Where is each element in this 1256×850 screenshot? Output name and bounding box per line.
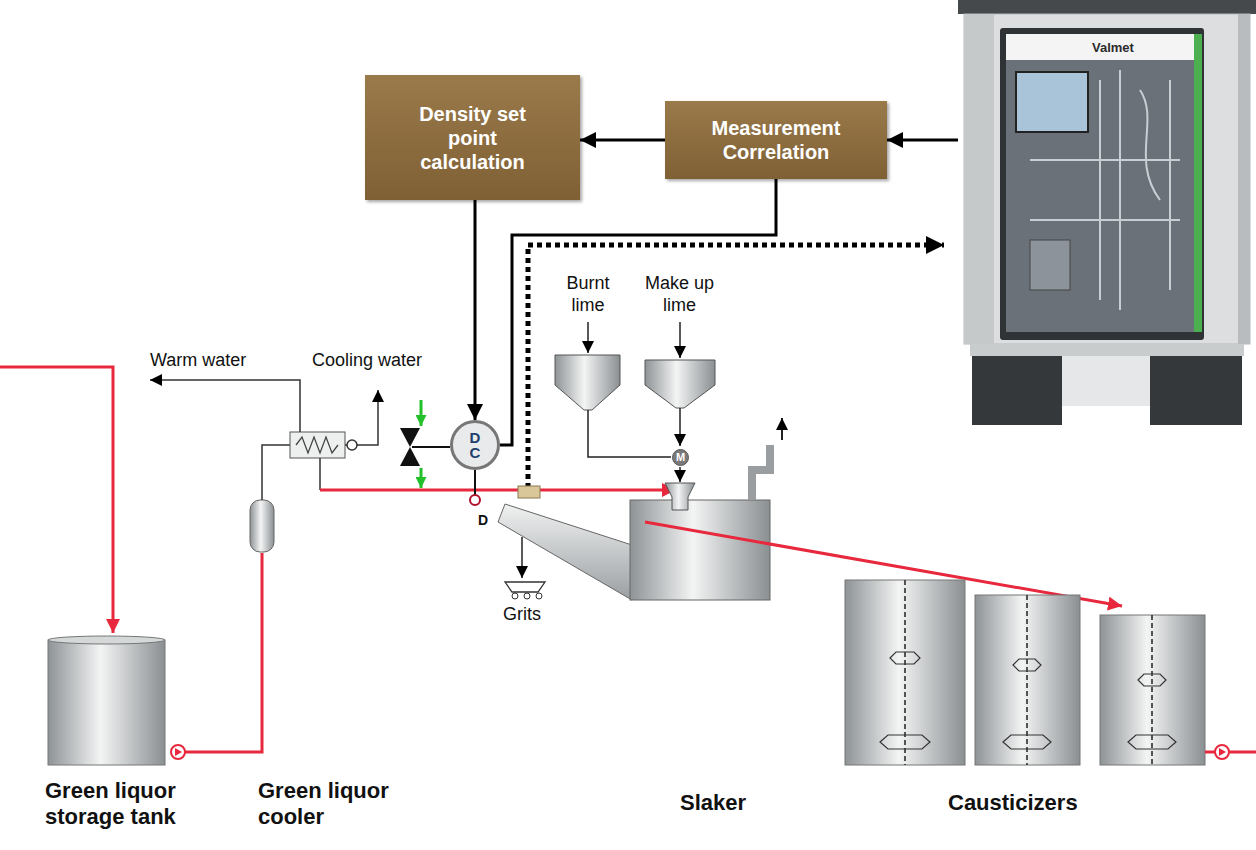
correlation-box: Measurement Correlation (665, 101, 887, 179)
signal-connector (500, 179, 776, 445)
motor-symbol: M (671, 448, 690, 467)
analyzer-cabinet-art (958, 0, 1256, 425)
node-text: Density set point calculation (403, 102, 543, 174)
signal-connector (474, 200, 477, 420)
equipment-name: Causticizers (948, 790, 1078, 816)
equipment-name: Slaker (680, 790, 746, 816)
calculation-box: Density set point calculation (365, 75, 580, 200)
equipment-name: Green liquor storage tank (45, 778, 235, 831)
feed-label: Burnt lime (553, 273, 623, 316)
analyzer-cabinet: Valmet (958, 0, 1256, 425)
stream-label: Cooling water (312, 350, 422, 372)
density-controller: D C (450, 420, 500, 470)
equipment-name: Green liquor cooler (258, 778, 408, 831)
instrument-tag: D (478, 512, 488, 529)
stream-label: Warm water (150, 350, 246, 372)
feed-label: Make up lime (632, 273, 727, 316)
node-text: Measurement Correlation (701, 116, 851, 164)
signal-connector (580, 139, 665, 142)
node-text: Valmet (1092, 40, 1134, 55)
node-text: D C (468, 430, 482, 460)
causticizer-tanks (845, 580, 1256, 765)
node-text: M (676, 452, 685, 463)
stream-label: Grits (503, 604, 541, 626)
signal-connector (887, 139, 958, 142)
